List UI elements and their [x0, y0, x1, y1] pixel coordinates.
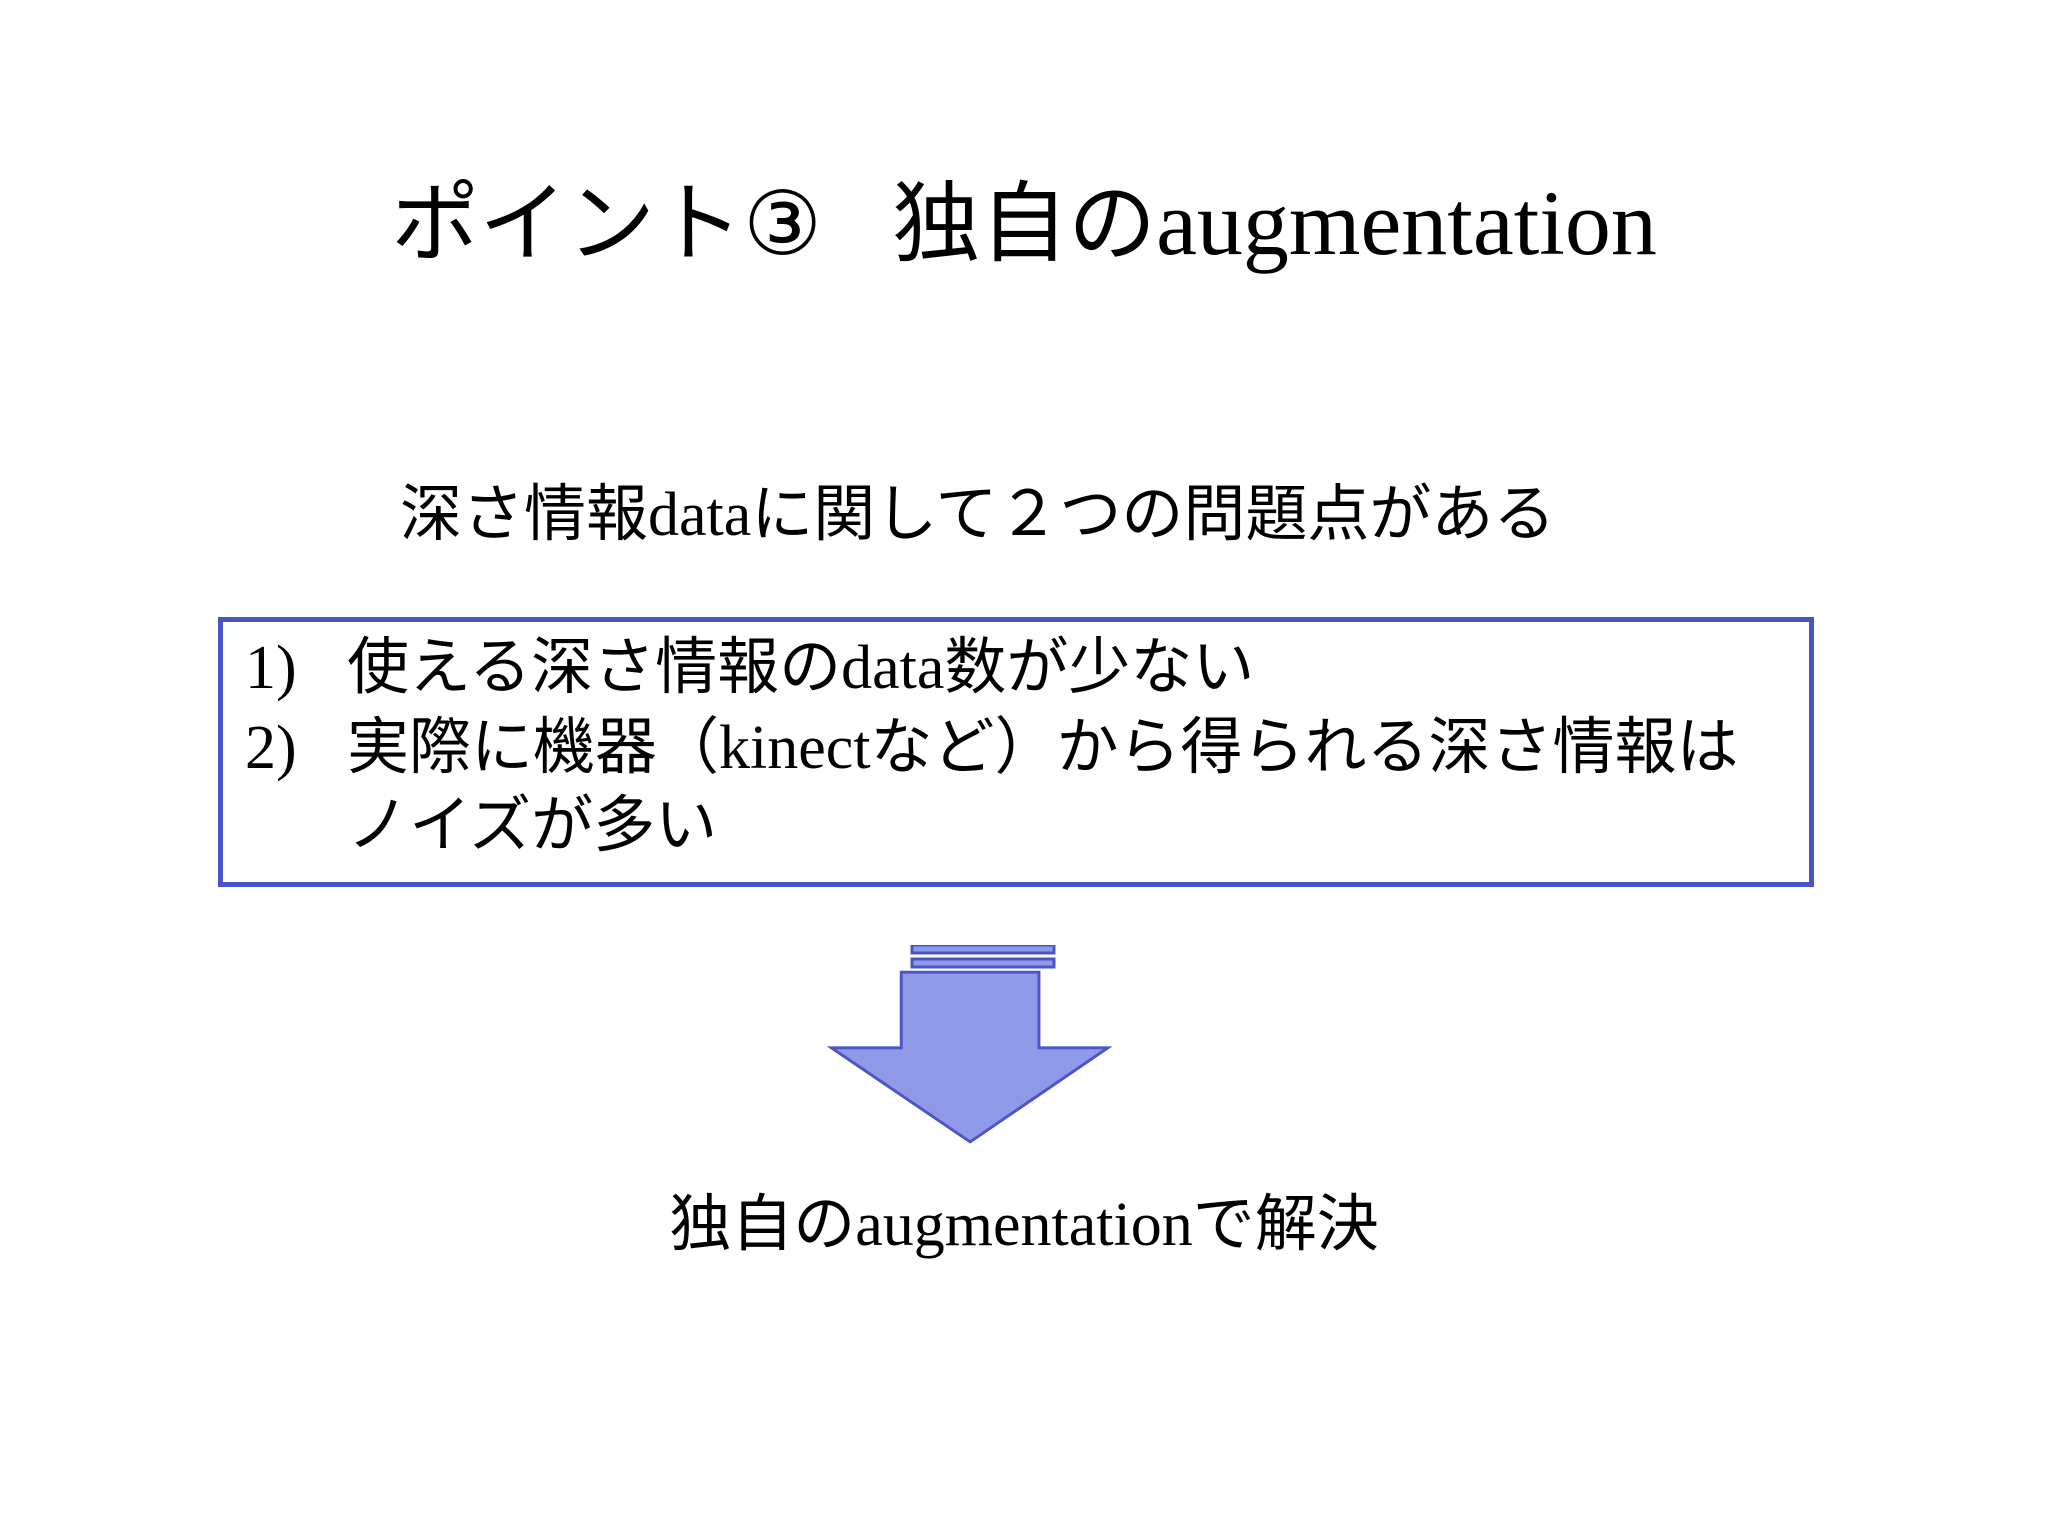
subtitle-part-b: data — [648, 481, 752, 549]
subtitle-part-c: に関して２つの問題点がある — [751, 477, 1556, 550]
problem-item-2-text-b: kinect — [719, 714, 871, 782]
problem-item-2-continuation: ノイズが多い — [347, 788, 718, 861]
title-latin: augmentation — [1156, 172, 1657, 274]
problem-box: 1) 使える深さ情報のdata数が少ない 2) 実際に機器（kinectなど）から得… — [218, 617, 1814, 887]
subtitle-part-a: 深さ情報 — [400, 477, 649, 550]
problem-item-2-number: 2) — [245, 714, 297, 782]
title-main: 独自の — [892, 172, 1157, 275]
problem-item-2-text-a: 実際に機器（ — [347, 710, 720, 783]
problem-item-2-text-c: など）から得られる深さ情報は — [870, 710, 1739, 783]
slide-title: ポイント③ 独自のaugmentation — [0, 168, 2048, 279]
title-prefix: ポイント③ — [391, 172, 823, 275]
problem-item-2: 2) 実際に機器（kinectなど）から得られる深さ情報は — [245, 708, 1739, 787]
conclusion-part-b: augmentation — [855, 1191, 1193, 1259]
problem-item-1-text-c: 数が少ない — [944, 630, 1255, 703]
conclusion: 独自のaugmentationで解決 — [0, 1184, 2048, 1265]
conclusion-part-c: で解決 — [1192, 1187, 1379, 1260]
subtitle: 深さ情報dataに関して２つの問題点がある — [400, 474, 1555, 555]
problem-item-1-text-b: data — [841, 634, 945, 702]
problem-item-1-number: 1) — [245, 634, 297, 702]
problem-item-1-text-a: 使える深さ情報の — [347, 630, 842, 703]
conclusion-part-a: 独自の — [669, 1187, 856, 1260]
down-arrow-icon — [820, 943, 1120, 1149]
problem-item-1: 1) 使える深さ情報のdata数が少ない — [245, 628, 1254, 707]
